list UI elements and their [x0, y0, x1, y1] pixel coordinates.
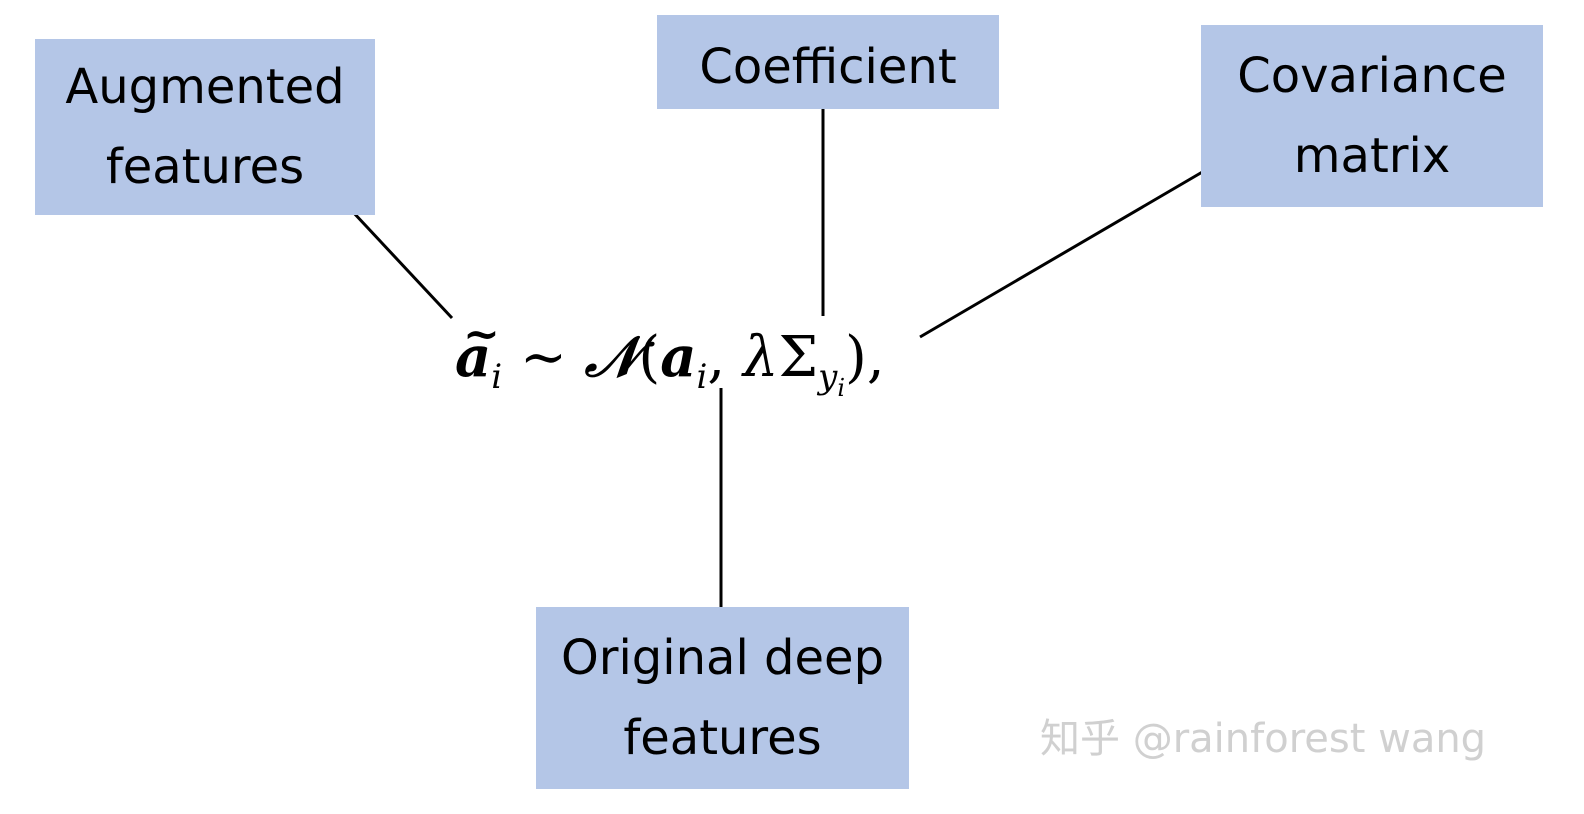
formula-close: ), — [845, 325, 885, 390]
formula-lhs: a — [455, 324, 492, 390]
formula-mean-sub: i — [696, 357, 708, 397]
original-line-2: features — [623, 710, 822, 766]
coefficient-line-1: Coefficient — [699, 39, 957, 95]
covariance-line-1: Covariance — [1237, 48, 1507, 104]
formula-relation: ∼ — [519, 325, 567, 390]
formula-sigma-sub: y — [818, 357, 838, 397]
original-line-1: Original deep — [560, 630, 885, 686]
connector-covariance — [919, 155, 1229, 339]
original-deep-features-label: Original deep features — [536, 607, 909, 789]
augmented-line-1: Augmented — [65, 59, 345, 115]
covariance-line-2: matrix — [1293, 128, 1451, 184]
formula: ~ a i ∼ 𝒩(ai, λΣyi), — [455, 309, 885, 400]
watermark: 知乎 @rainforest wang — [1040, 716, 1487, 762]
formula-sigma: Σ — [778, 325, 819, 390]
formula-tilde: ~ — [463, 309, 500, 360]
formula-open-paren: ( — [638, 325, 661, 390]
formula-augmented-term: ~ a — [455, 309, 500, 393]
formula-sigma-sub-sub: i — [837, 374, 846, 402]
coefficient-label: Coefficient — [657, 15, 999, 109]
formula-lambda: λ — [743, 325, 779, 390]
formula-lhs-sub: i — [491, 357, 503, 397]
formula-comma: , — [707, 325, 726, 390]
connector-augmented — [336, 194, 454, 320]
covariance-matrix-label: Covariance matrix — [1201, 25, 1543, 207]
formula-normal: 𝒩 — [584, 324, 639, 390]
augmented-features-label: Augmented features — [35, 39, 375, 215]
formula-mean: a — [660, 324, 697, 390]
augmented-line-2: features — [105, 139, 305, 195]
